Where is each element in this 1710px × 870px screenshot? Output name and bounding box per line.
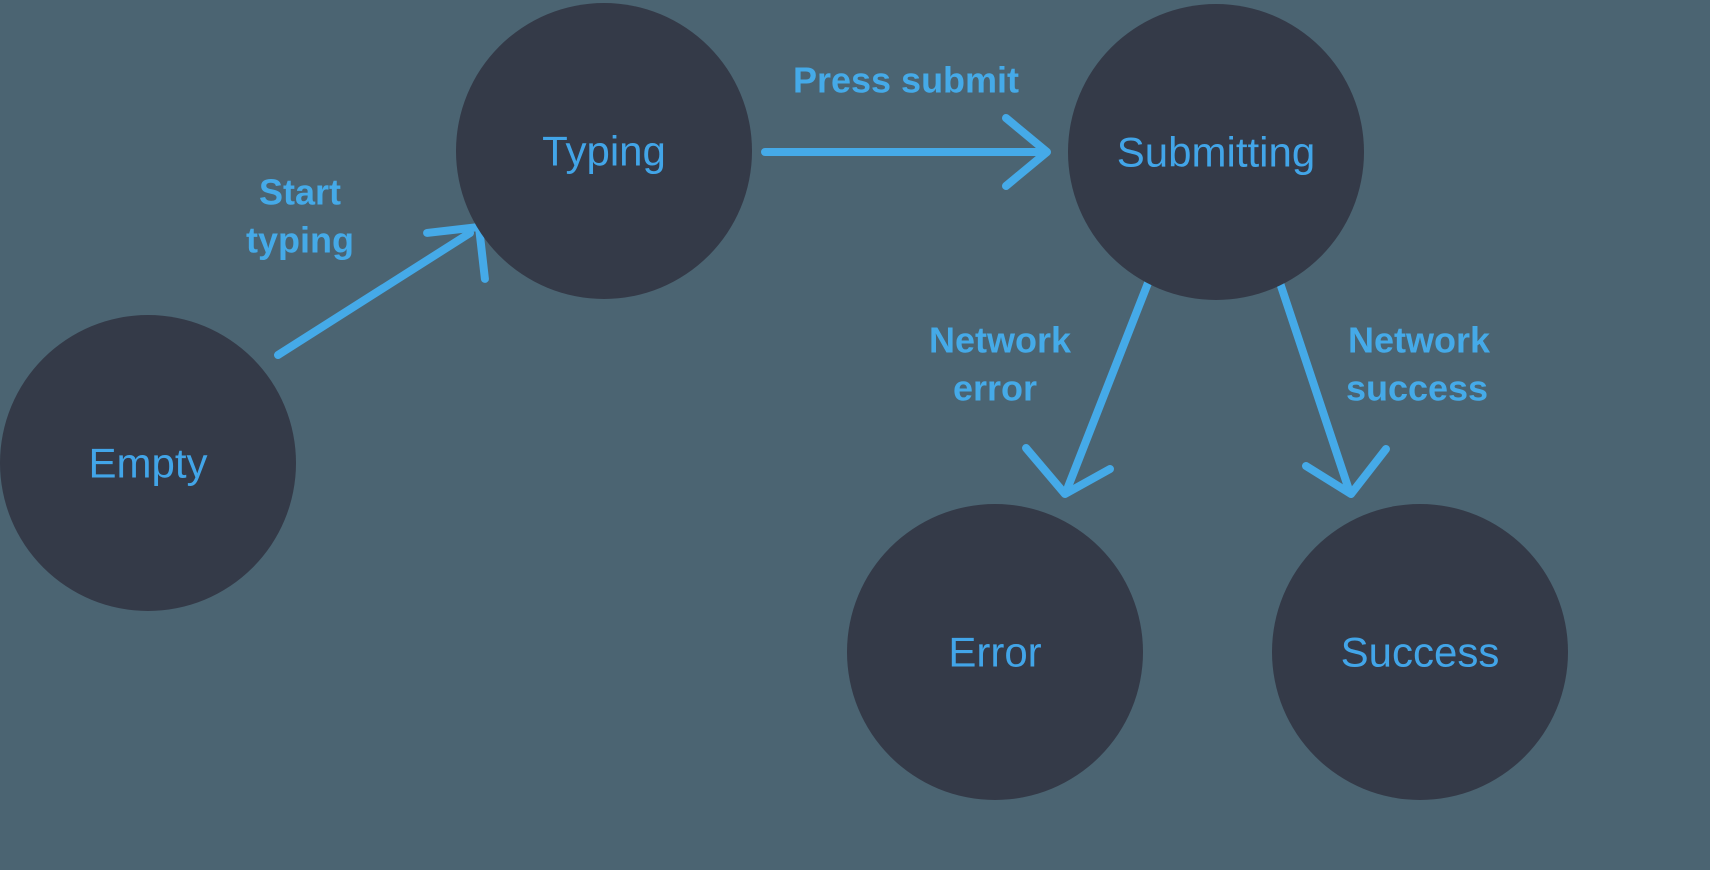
- transition-network-success[interactable]: [1276, 279, 1390, 498]
- transition-label-start-typing-line1: Start: [259, 172, 341, 213]
- network-error-arrow-head: [1022, 444, 1114, 498]
- transition-label-start-typing: Start typing: [246, 172, 354, 261]
- state-label-error: Error: [948, 629, 1041, 676]
- transition-label-start-typing-line2: typing: [246, 220, 354, 261]
- transition-labels-layer: Start typing Press submit Network error …: [246, 60, 1491, 409]
- state-label-empty: Empty: [88, 440, 207, 487]
- state-label-submitting: Submitting: [1117, 129, 1315, 176]
- transition-label-network-success: Network success: [1346, 320, 1491, 409]
- transition-label-network-error-line2: error: [953, 368, 1037, 409]
- start-typing-arrow-shaft: [274, 229, 474, 359]
- state-circle-typing: [456, 3, 752, 299]
- transitions-layer: [274, 114, 1390, 498]
- state-circle-empty: [0, 315, 296, 611]
- state-circle-success: [1272, 504, 1568, 800]
- network-error-arrow-shaft: [1064, 279, 1152, 491]
- network-success-arrow-shaft: [1276, 279, 1352, 491]
- state-node-submitting[interactable]: Submitting: [1068, 4, 1364, 300]
- state-node-empty[interactable]: Empty: [0, 315, 296, 611]
- network-success-arrow-head: [1302, 445, 1390, 498]
- transition-label-press-submit: Press submit: [793, 60, 1019, 101]
- state-node-success[interactable]: Success: [1272, 504, 1568, 800]
- transition-press-submit[interactable]: [761, 114, 1051, 190]
- press-submit-arrow-head: [1002, 114, 1051, 190]
- state-node-error[interactable]: Error: [847, 504, 1143, 800]
- transition-label-network-error-line1: Network: [929, 320, 1072, 361]
- transition-label-network-error: Network error: [929, 320, 1072, 409]
- state-node-typing[interactable]: Typing: [456, 3, 752, 299]
- state-label-typing: Typing: [542, 128, 666, 175]
- transition-label-network-success-line2: success: [1346, 368, 1488, 409]
- state-circle-error: [847, 504, 1143, 800]
- state-circle-submitting: [1068, 4, 1364, 300]
- state-label-success: Success: [1341, 629, 1500, 676]
- transition-network-error[interactable]: [1022, 279, 1152, 498]
- transition-label-network-success-line1: Network: [1348, 320, 1491, 361]
- states-layer: Empty Typing Submitting Error Success: [0, 3, 1568, 800]
- transition-label-press-submit-line1: Press submit: [793, 60, 1019, 101]
